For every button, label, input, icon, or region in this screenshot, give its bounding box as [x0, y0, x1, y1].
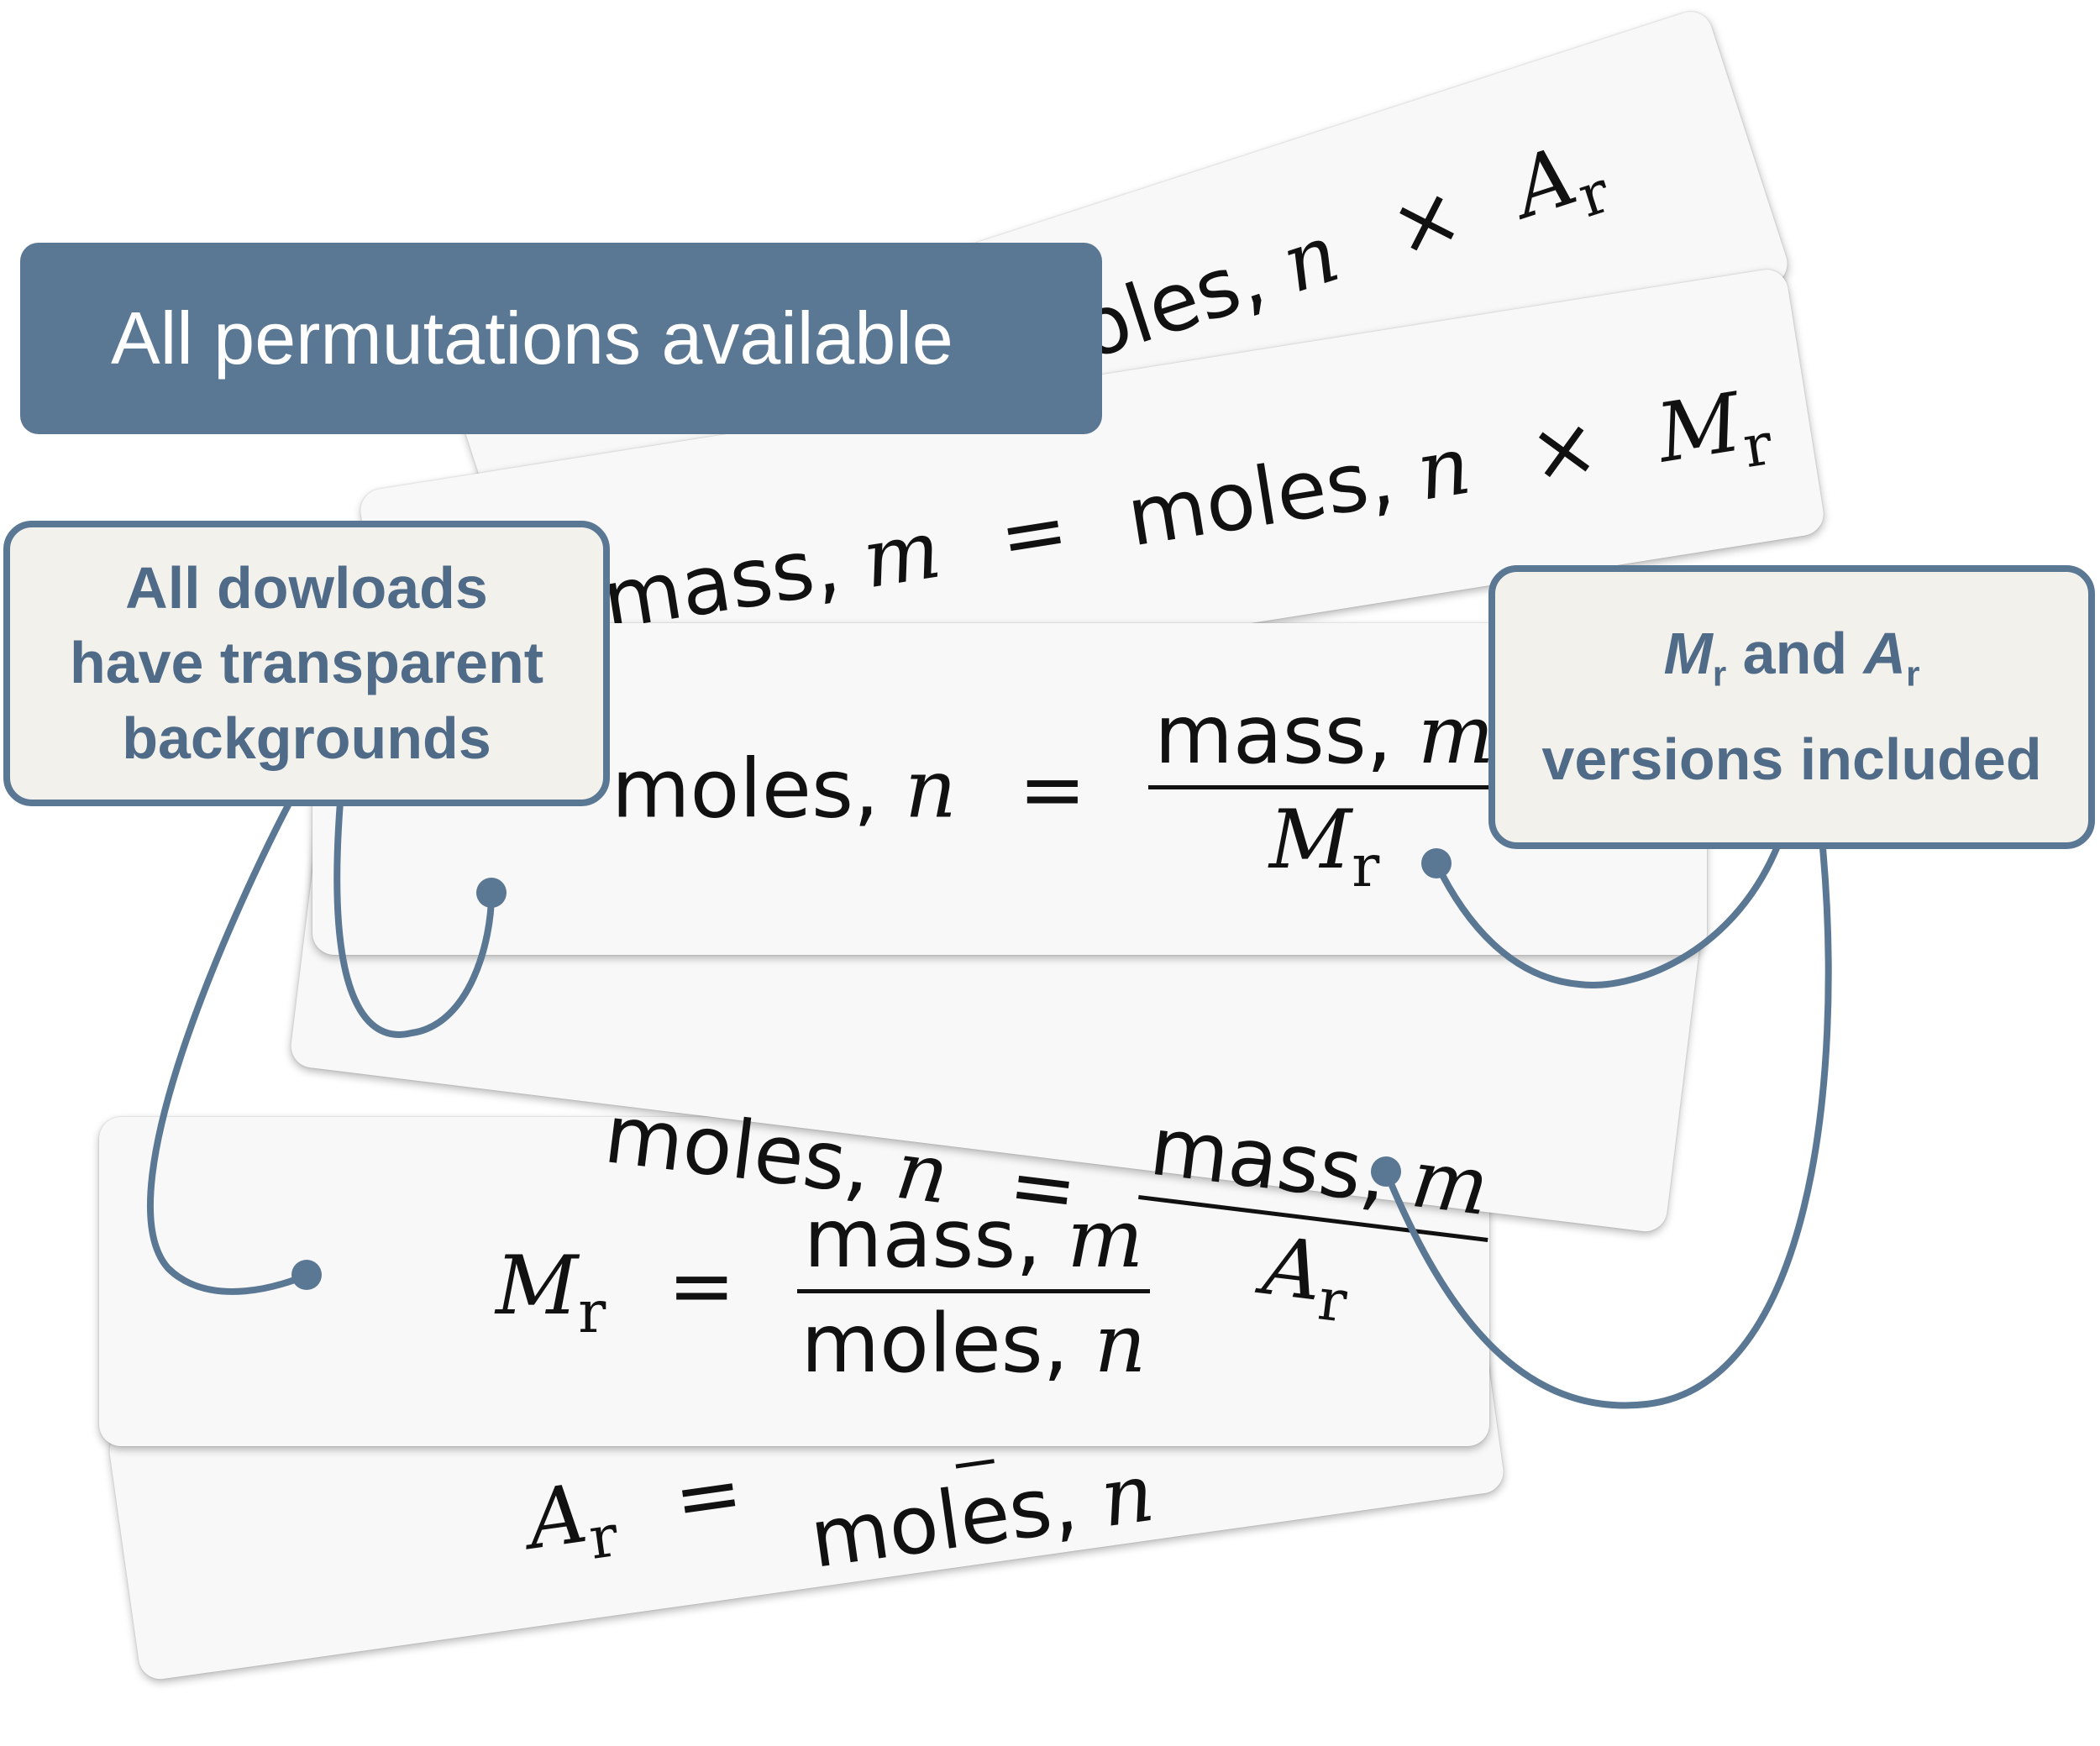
- connector-left-inner: [333, 799, 495, 1038]
- connector-dot-moles-mr-right: [1421, 848, 1452, 878]
- callout-line: All dowloads: [125, 554, 488, 621]
- fraction: mass, m moles, n: [797, 1193, 1150, 1390]
- callout-line: have transparent: [69, 630, 544, 696]
- equation-moles-mr: moles, n = mass, m Mr: [612, 689, 1501, 901]
- callout-transparent-backgrounds: All dowloads have transparent background…: [3, 521, 610, 806]
- callout-line: Mr and Ar: [1663, 621, 1920, 695]
- banner-text: All permutations available: [111, 296, 953, 380]
- callout-line: versions included: [1541, 726, 2042, 792]
- connector-left-outer: [146, 799, 310, 1295]
- connector-right-outer: [1383, 845, 1832, 1409]
- callout-versions-included: Mr and Ar versions included: [1488, 565, 2095, 849]
- connector-dot-mr: [291, 1260, 322, 1290]
- equation-mr: Mr = mass, m moles, n: [496, 1193, 1150, 1390]
- banner: All permutations available: [20, 243, 1102, 434]
- connector-dot-moles-mr: [476, 878, 507, 908]
- connector-right-inner: [1433, 845, 1780, 988]
- callout-line: backgrounds: [122, 705, 491, 771]
- connector-dot-moles-ar: [1371, 1156, 1401, 1187]
- fraction: mass, m Mr: [1147, 689, 1501, 901]
